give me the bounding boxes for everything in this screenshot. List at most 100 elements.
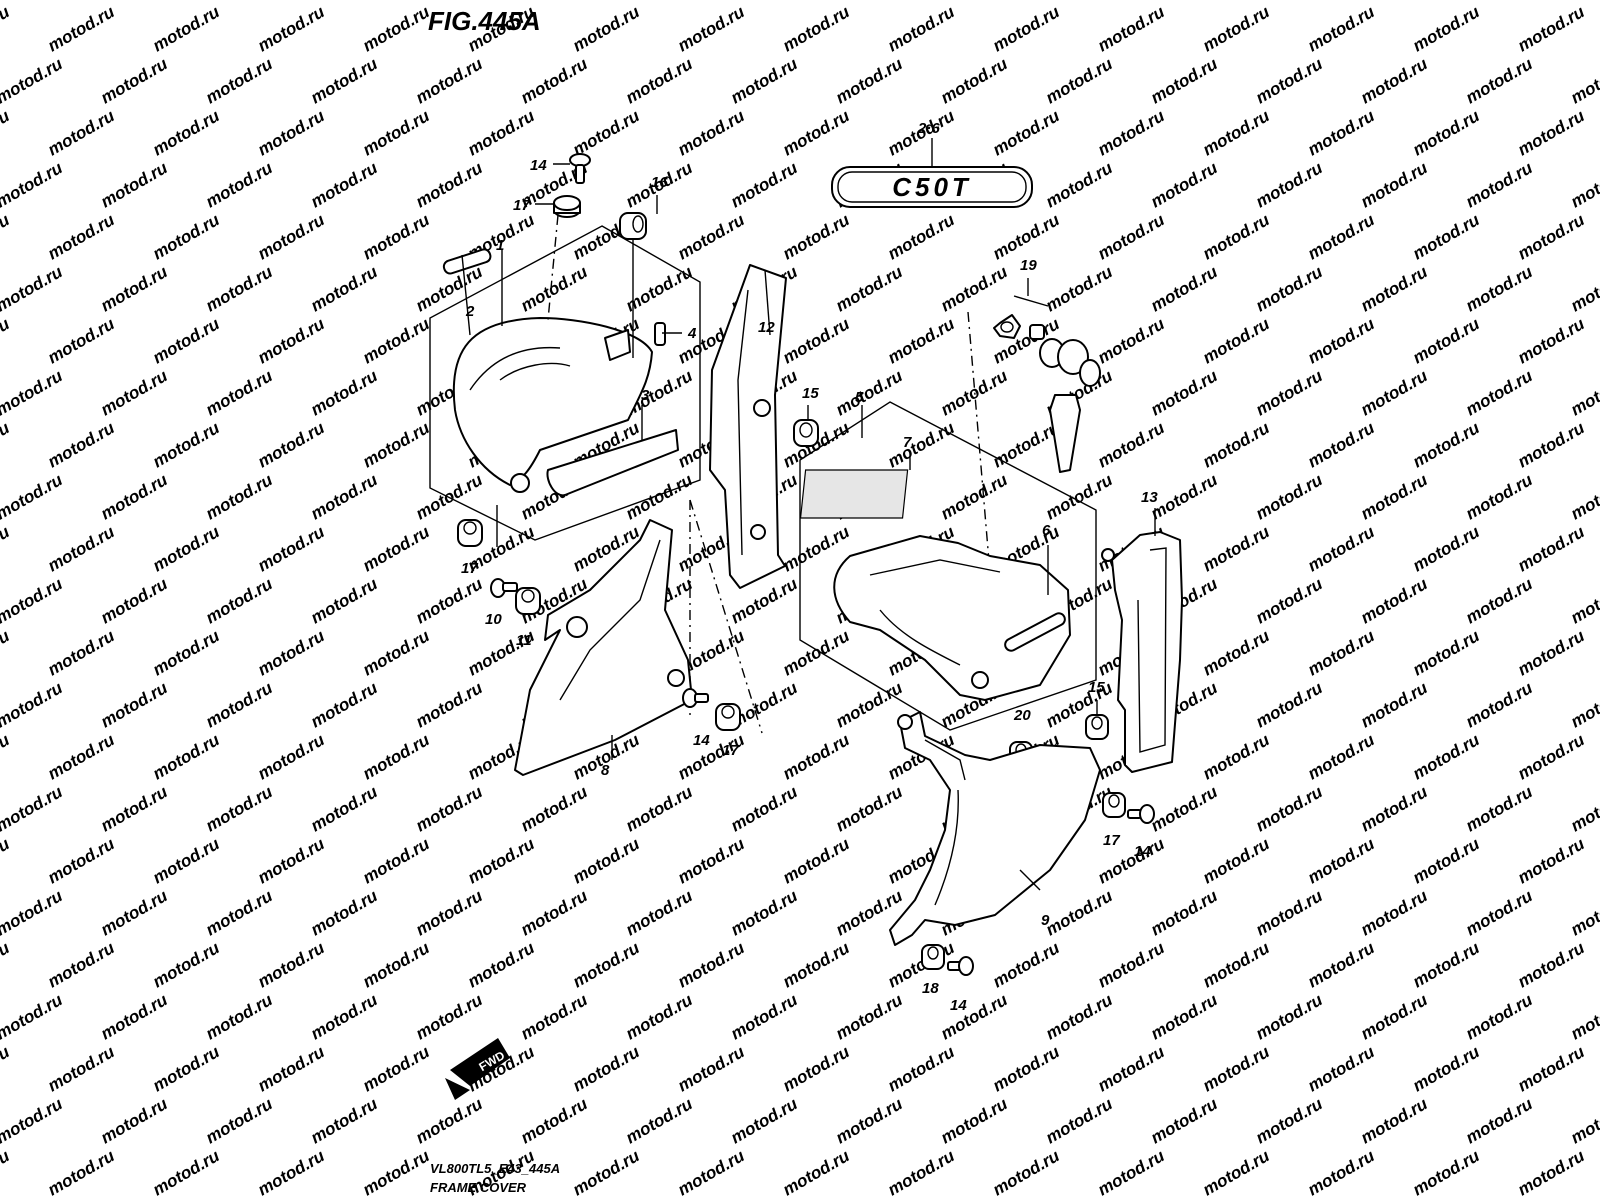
watermark-text: motod.ru: [360, 626, 434, 680]
watermark-text: motod.ru: [1095, 1146, 1169, 1200]
bracket-13-hole: [1101, 548, 1115, 562]
watermark-text: motod.ru: [45, 1146, 119, 1200]
watermark-text: motod.ru: [255, 2, 329, 56]
watermark-text: motod.ru: [570, 1146, 644, 1200]
watermark-text: motod.ru: [1515, 834, 1589, 888]
callout-14-right: 14: [1134, 843, 1151, 860]
watermark-text: motod.ru: [1568, 262, 1600, 316]
watermark-text: motod.ru: [518, 990, 592, 1044]
watermark-text: motod.ru: [98, 262, 172, 316]
grommet-17-mid[interactable]: [715, 703, 741, 731]
watermark-text: motod.ru: [1568, 1094, 1600, 1148]
bolt-10[interactable]: [490, 578, 518, 598]
watermark-text: motod.ru: [255, 626, 329, 680]
watermark-text: motod.ru: [150, 730, 224, 784]
figure-title: FIG.445A: [428, 6, 541, 36]
watermark-text: motod.ru: [203, 574, 277, 628]
watermark-text: motod.ru: [1305, 834, 1379, 888]
watermark-text: motod.ru: [1148, 262, 1222, 316]
watermark-text: motod.ru: [255, 522, 329, 576]
callout-2-6: 2·6: [917, 120, 940, 137]
right-frame-cover-assembly: [799, 401, 1097, 731]
callout-14-top: 14: [530, 157, 547, 174]
watermark-text: motod.ru: [623, 1094, 697, 1148]
grommet-18[interactable]: [921, 944, 945, 970]
watermark-text: motod.ru: [833, 990, 907, 1044]
grommet-17-top[interactable]: [553, 195, 581, 218]
watermark-text: motod.ru: [1568, 54, 1600, 108]
callout-10: 10: [485, 611, 502, 628]
cushion-16[interactable]: [619, 212, 647, 240]
callout-5: 5: [855, 389, 864, 406]
watermark-text: motod.ru: [413, 158, 487, 212]
frame-cover-left-part-1[interactable]: [452, 317, 653, 486]
watermark-text: motod.ru: [308, 366, 382, 420]
watermark-text: motod.ru: [1410, 1146, 1484, 1200]
watermark-text: motod.ru: [0, 2, 13, 56]
bracket-part-12[interactable]: [709, 264, 787, 589]
watermark-text: motod.ru: [203, 1094, 277, 1148]
watermark-text: motod.ru: [98, 678, 172, 732]
watermark-text: motod.ru: [728, 54, 802, 108]
watermark-text: motod.ru: [885, 1042, 959, 1096]
watermark-text: motod.ru: [1568, 158, 1600, 212]
watermark-text: motod.ru: [0, 106, 13, 160]
watermark-text: motod.ru: [255, 314, 329, 368]
pin-part-4[interactable]: [654, 322, 666, 346]
watermark-text: motod.ru: [0, 0, 66, 3]
watermark-text: motod.ru: [360, 418, 434, 472]
watermark-text: motod.ru: [413, 54, 487, 108]
watermark-text: motod.ru: [98, 1094, 172, 1148]
watermark-text: motod.ru: [45, 730, 119, 784]
callout-8: 8: [601, 762, 610, 779]
watermark-text: motod.ru: [780, 834, 854, 888]
callout-13: 13: [1141, 489, 1158, 506]
watermark-text: motod.ru: [1515, 1146, 1589, 1200]
callout-17-right: 17: [1103, 832, 1120, 849]
watermark-text: motod.ru: [308, 886, 382, 940]
grommet-17-right[interactable]: [1102, 792, 1126, 818]
watermark-text: motod.ru: [1095, 418, 1169, 472]
watermark-text: motod.ru: [1463, 990, 1537, 1044]
bolt-14-mid[interactable]: [682, 688, 709, 708]
cushion-15-right[interactable]: [1085, 714, 1109, 740]
watermark-text: motod.ru: [1200, 1042, 1274, 1096]
watermark-text: motod.ru: [360, 938, 434, 992]
bolt-14-right[interactable]: [1127, 804, 1155, 824]
watermark-text: motod.ru: [98, 470, 172, 524]
bolt-14-bottom[interactable]: [947, 956, 974, 976]
watermark-text: motod.ru: [518, 54, 592, 108]
watermark-text: motod.ru: [255, 834, 329, 888]
watermark-text: motod.ru: [1200, 730, 1274, 784]
cushion-15-center[interactable]: [793, 419, 819, 447]
watermark-text: motod.ru: [675, 1042, 749, 1096]
watermark-text: motod.ru: [1515, 2, 1589, 56]
label-part-7[interactable]: [799, 469, 909, 519]
watermark-text: motod.ru: [1568, 470, 1600, 524]
watermark-text: motod.ru: [0, 366, 66, 420]
emblem-c50t[interactable]: C50T: [831, 166, 1033, 208]
grommet-17-left[interactable]: [457, 519, 483, 547]
watermark-text: motod.ru: [675, 210, 749, 264]
grommet-hole: [510, 473, 530, 493]
callout-11: 11: [516, 632, 532, 649]
emblem-slot-part-2[interactable]: [442, 248, 492, 275]
watermark-text: motod.ru: [1358, 366, 1432, 420]
watermark-text: motod.ru: [1410, 522, 1484, 576]
cushion-strip-part-3[interactable]: [546, 429, 679, 497]
watermark-text: motod.ru: [1515, 106, 1589, 160]
emblem-part-6[interactable]: [1003, 611, 1067, 653]
lock-set-19[interactable]: [993, 314, 1101, 473]
watermark-text: motod.ru: [413, 574, 487, 628]
watermark-text: motod.ru: [1200, 1146, 1274, 1200]
frame-cover-lower-part-8[interactable]: [514, 519, 693, 776]
watermark-text: motod.ru: [728, 886, 802, 940]
side-cover-part-5[interactable]: [833, 535, 1071, 701]
watermark-text: motod.ru: [0, 210, 13, 264]
fastener-14-top[interactable]: [569, 153, 591, 184]
figure-caption: FRAME COVER: [430, 1180, 527, 1195]
cushion-11[interactable]: [515, 587, 541, 615]
watermark-text: motod.ru: [150, 626, 224, 680]
watermark-text: motod.ru: [728, 990, 802, 1044]
bracket-part-13[interactable]: [1111, 531, 1183, 773]
